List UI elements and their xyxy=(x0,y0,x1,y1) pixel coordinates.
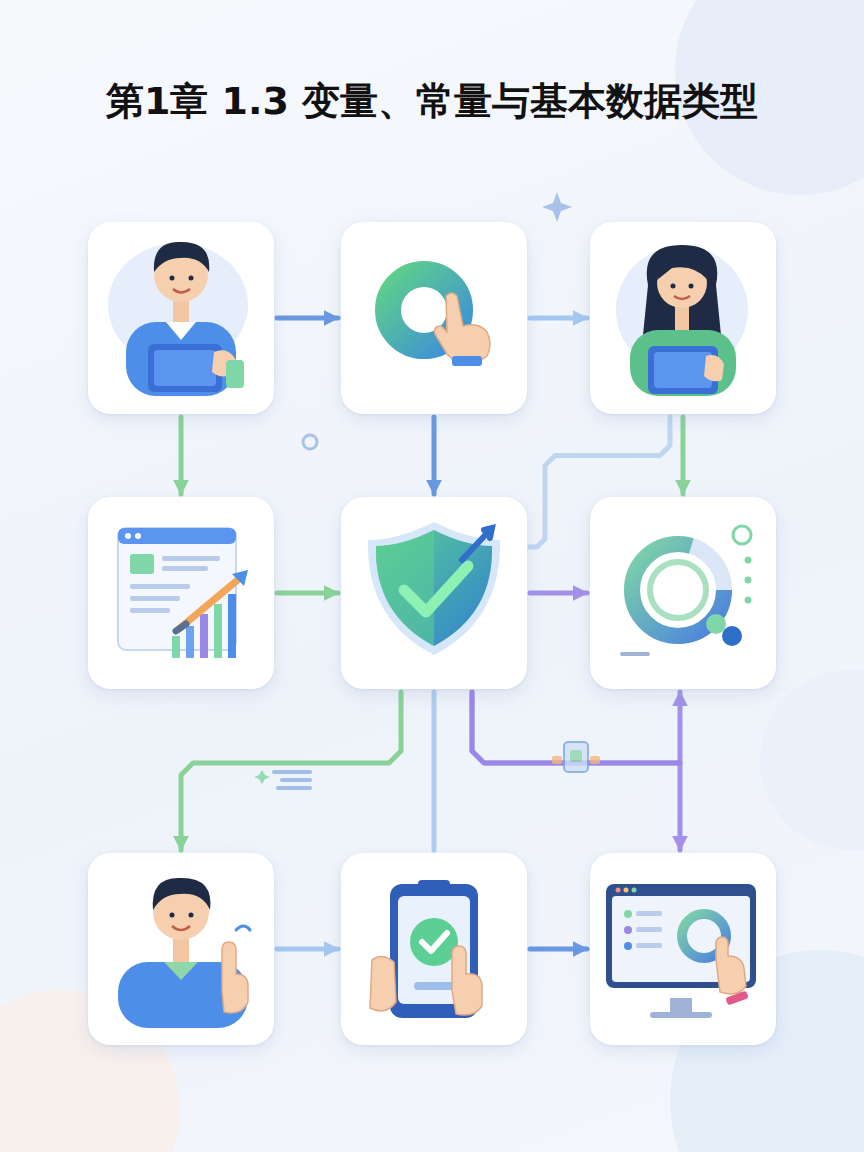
flow-arrow xyxy=(530,947,587,952)
flow-arrow xyxy=(530,591,587,596)
phone-icon xyxy=(370,880,482,1018)
ring-icon xyxy=(388,274,490,366)
process-tile xyxy=(590,853,776,1045)
process-tile xyxy=(341,853,527,1045)
flow-arrow xyxy=(277,591,338,596)
flow-arrow xyxy=(681,417,686,494)
person-icon xyxy=(616,245,748,396)
process-tile xyxy=(590,222,776,414)
report-icon xyxy=(118,528,248,658)
donut-chart-icon xyxy=(620,526,752,656)
process-tile xyxy=(88,222,274,414)
flow-arrow xyxy=(277,316,338,321)
person-icon xyxy=(118,878,250,1028)
title: 第1章 1.3 变量、常量与基本数据类型 xyxy=(0,76,864,127)
shield-icon xyxy=(368,522,500,655)
flow-arrow xyxy=(472,692,680,763)
flow-arrow xyxy=(530,316,587,321)
flow-arrow xyxy=(179,417,184,494)
monitor-icon xyxy=(606,884,756,1018)
person-icon xyxy=(108,242,248,396)
process-tile xyxy=(341,222,527,414)
flow-arrow xyxy=(472,692,680,850)
process-tile xyxy=(88,497,274,689)
process-tile xyxy=(88,853,274,1045)
flow-arrow xyxy=(277,947,338,952)
process-tile xyxy=(341,497,527,689)
process-tile xyxy=(590,497,776,689)
flow-arrow xyxy=(181,692,401,850)
flow-arrow xyxy=(432,692,437,850)
flow-arrow xyxy=(432,417,437,494)
